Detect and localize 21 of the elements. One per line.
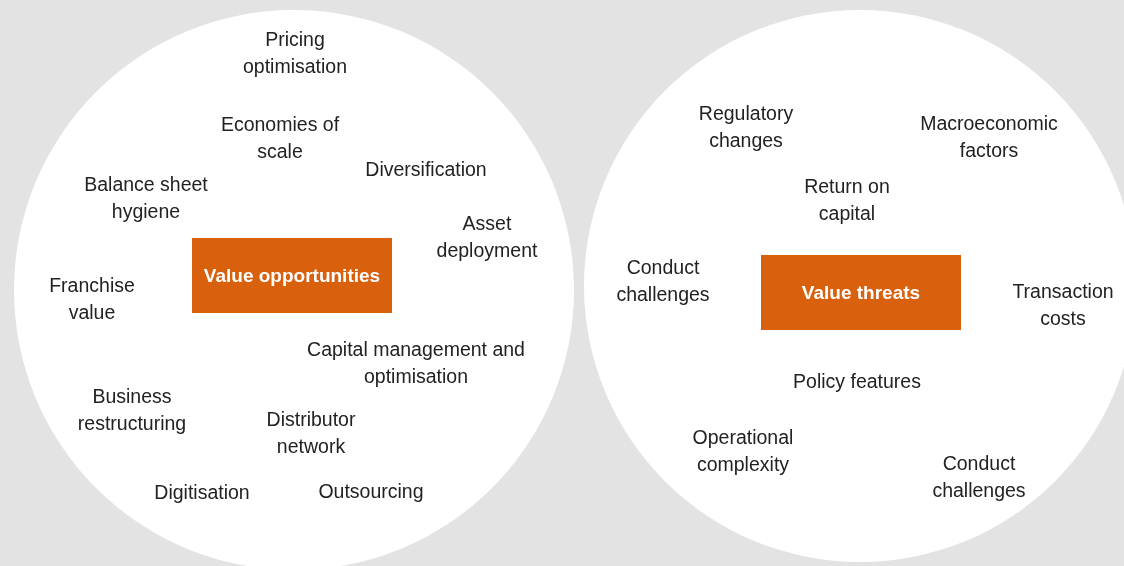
text-label: Distributor network — [265, 407, 357, 459]
text-label: Outsourcing — [317, 478, 425, 504]
text-label: Transaction costs — [1011, 279, 1115, 331]
text-label: Asset deployment — [435, 211, 539, 263]
text-label: Digitisation — [153, 479, 251, 505]
text-label: Conduct challenges — [931, 451, 1027, 503]
text-label: Capital management and optimisation — [306, 337, 526, 389]
text-label: Return on capital — [803, 174, 891, 226]
text-label: Operational complexity — [691, 425, 795, 477]
text-label: Balance sheet hygiene — [83, 172, 209, 224]
text-label: Regulatory changes — [697, 101, 795, 153]
text-label: Pricing optimisation — [241, 27, 349, 79]
text-label: Business restructuring — [76, 384, 188, 436]
highlight-box: Value opportunities — [192, 238, 392, 313]
text-label: Policy features — [792, 368, 922, 394]
text-label: Conduct challenges — [615, 255, 711, 307]
text-label: Macroeconomic factors — [919, 111, 1059, 163]
text-label: Diversification — [364, 156, 488, 182]
text-label: Economies of scale — [219, 112, 341, 164]
text-label: Franchise value — [48, 273, 136, 325]
highlight-box: Value threats — [761, 255, 961, 330]
